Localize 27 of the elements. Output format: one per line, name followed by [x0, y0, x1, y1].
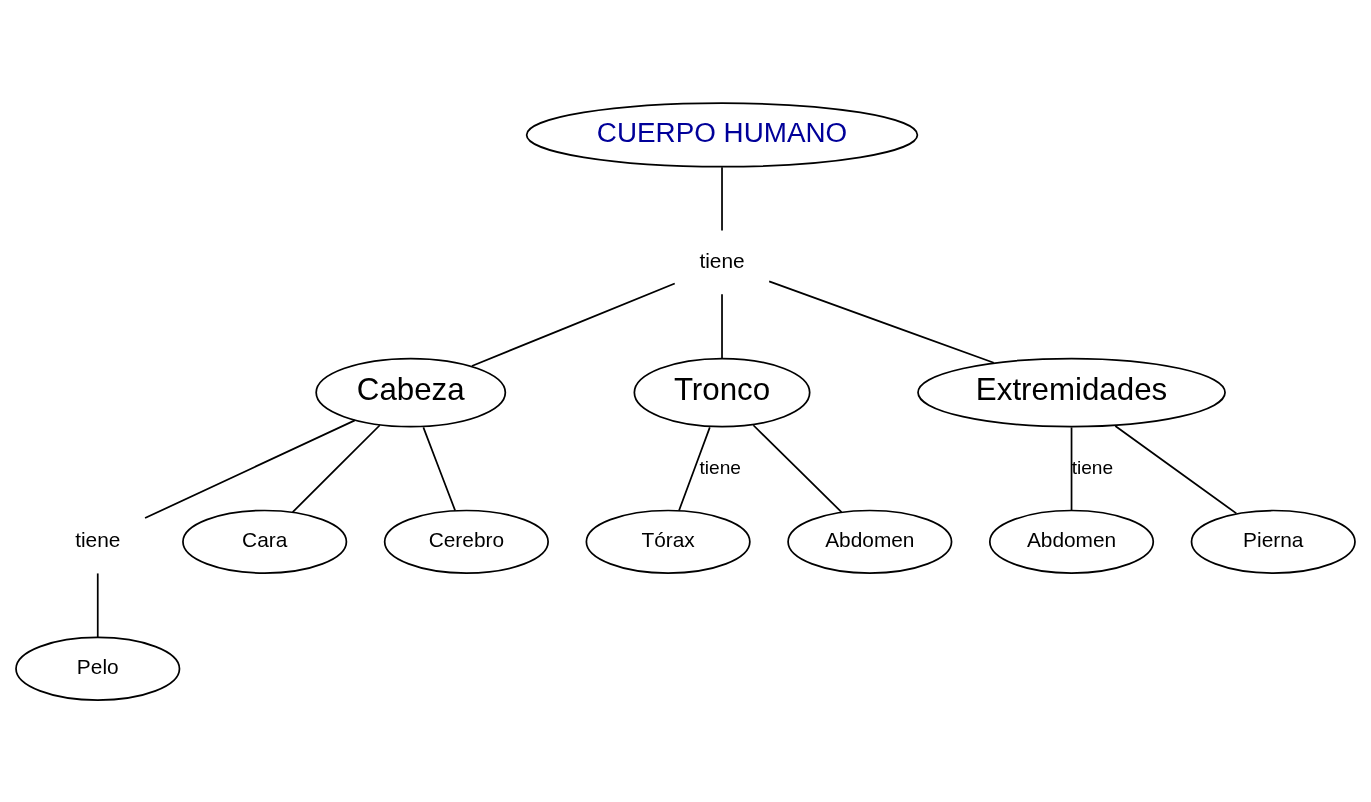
- node-ellipse: Cabeza: [315, 357, 507, 428]
- node-ellipse: Tronco: [633, 357, 811, 428]
- node-ellipse: Tórax: [585, 509, 751, 574]
- connector: [471, 282, 676, 367]
- connector: [96, 572, 99, 638]
- connector: [721, 292, 723, 359]
- connector: [768, 280, 995, 364]
- node-text: tiene: [699, 248, 745, 272]
- node-ellipse: Pierna: [1190, 509, 1356, 574]
- connector: [144, 419, 356, 519]
- node-ellipse: CUERPO HUMANO: [525, 101, 919, 168]
- edge-label: tiene: [1071, 456, 1114, 478]
- connector: [291, 423, 381, 513]
- connector: [422, 426, 456, 511]
- node-ellipse: Pelo: [15, 636, 181, 701]
- node-ellipse: Cerebro: [383, 509, 549, 574]
- node-ellipse: Abdomen: [787, 509, 953, 574]
- node-ellipse: Cara: [182, 509, 348, 574]
- connector: [678, 426, 711, 511]
- node-text: tiene: [75, 527, 121, 551]
- connector: [1070, 426, 1073, 511]
- connector: [721, 166, 723, 231]
- node-ellipse: Extremidades: [917, 357, 1226, 428]
- node-ellipse: Abdomen: [988, 509, 1155, 574]
- connector: [1114, 424, 1238, 514]
- connector: [752, 423, 843, 513]
- edge-label: tiene: [699, 456, 741, 478]
